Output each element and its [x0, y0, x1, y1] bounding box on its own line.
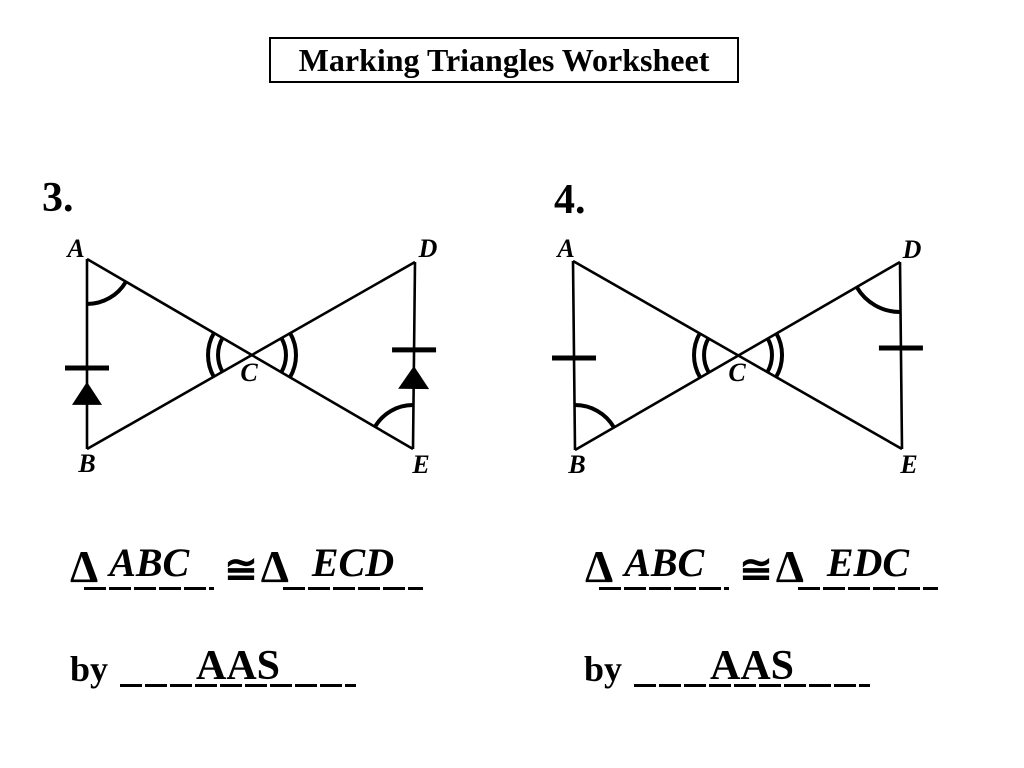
answer-blank-second-3: ECD	[282, 540, 423, 590]
vertex-label-E: E	[411, 450, 429, 479]
answer-blank-first-4: ABC	[599, 540, 730, 590]
vertex-label-E: E	[899, 450, 917, 479]
angle-arc-B	[574, 402, 616, 429]
vertex-label-C: C	[240, 358, 258, 387]
reason-answer-3: AAS	[196, 643, 281, 689]
vertex-label-A: A	[555, 234, 574, 263]
side-BD	[86, 260, 416, 451]
side-DE	[898, 261, 904, 450]
parallel-arrow-DE	[398, 365, 430, 390]
angle-arc-C	[279, 337, 288, 374]
angle-arc-C	[702, 337, 711, 374]
congruence-statement-4: Δ ABC ≅ Δ EDC	[585, 540, 938, 592]
congruent-symbol: ≅	[739, 547, 773, 592]
congruence-statement-3: Δ ABC ≅ Δ ECD	[70, 540, 423, 592]
congruent-symbol: ≅	[224, 547, 258, 592]
answer-blank-second-4: EDC	[797, 540, 938, 590]
reason-blank-4: AAS	[634, 643, 871, 689]
figure-problem-4: A B C D E	[552, 234, 923, 479]
angle-arc-C	[692, 332, 702, 379]
angle-arc-C	[288, 332, 298, 379]
angle-arc-E	[373, 402, 414, 428]
angle-arc-A	[86, 280, 128, 307]
reason-answer-4: AAS	[710, 643, 795, 689]
side-BD	[574, 260, 901, 452]
answer-blank-first-3: ABC	[84, 540, 215, 590]
reason-statement-4: by AAS	[584, 643, 871, 689]
side-DE	[411, 261, 417, 450]
angle-arc-C	[206, 331, 216, 378]
answer-second-4: EDC	[826, 540, 910, 585]
angle-arc-C	[774, 332, 784, 378]
angle-arc-C	[765, 337, 774, 373]
angle-arc-C	[216, 336, 225, 373]
page-title: Marking Triangles Worksheet	[298, 41, 710, 78]
answer-first-4: ABC	[624, 540, 705, 585]
vertex-label-D: D	[902, 235, 922, 264]
problem-number-4: 4.	[554, 177, 586, 223]
by-label-3: by	[70, 649, 109, 689]
figure-problem-3: A B C D E	[65, 234, 438, 479]
reason-blank-3: AAS	[120, 643, 357, 689]
reason-statement-3: by AAS	[70, 643, 357, 689]
answer-second-3: ECD	[311, 540, 395, 585]
side-AE	[86, 257, 414, 451]
vertex-label-D: D	[418, 234, 438, 263]
answer-first-3: ABC	[109, 540, 190, 585]
title-box: Marking Triangles Worksheet	[269, 37, 739, 83]
angle-arc-D	[854, 285, 901, 315]
parallel-arrow-AB	[72, 381, 102, 405]
vertex-label-B: B	[567, 450, 585, 479]
problem-number-3: 3.	[42, 175, 74, 221]
vertex-label-B: B	[77, 449, 95, 478]
vertex-label-A: A	[65, 234, 84, 263]
by-label-4: by	[584, 649, 623, 689]
vertex-label-C: C	[728, 358, 746, 387]
